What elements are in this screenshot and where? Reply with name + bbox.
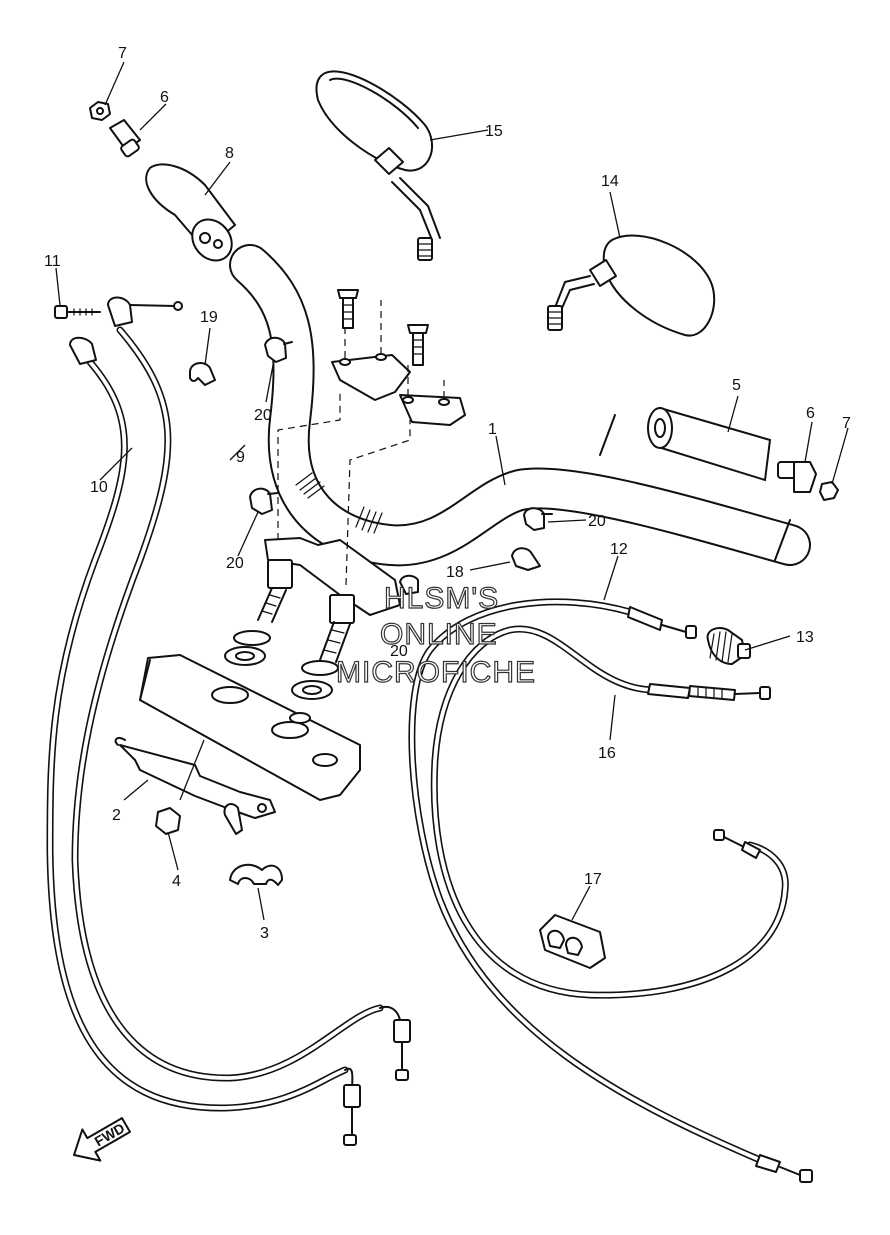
throttle-cable-9 <box>71 296 411 1082</box>
clamp-20-center <box>399 574 419 595</box>
nut-4 <box>155 807 181 835</box>
nut-right <box>819 481 839 501</box>
callout-5: 5 <box>732 377 741 394</box>
callout-18: 18 <box>446 564 464 581</box>
adjuster-13 <box>706 627 751 665</box>
leader-lines <box>55 61 849 921</box>
callout-17: 17 <box>584 871 602 888</box>
mirror-right <box>547 234 716 337</box>
callout-1: 1 <box>488 421 497 438</box>
callout-20-top: 20 <box>254 407 272 424</box>
callout-9: 9 <box>236 449 245 466</box>
clamp-20-right <box>523 507 553 531</box>
lower-studs <box>257 587 351 663</box>
callout-14: 14 <box>601 173 619 190</box>
watermark-line-3: MICROFICHE <box>336 656 536 689</box>
callout-20-mid: 20 <box>226 555 244 572</box>
callout-12: 12 <box>610 541 628 558</box>
upper-bolts <box>337 289 429 366</box>
callout-20-center: 20 <box>390 643 408 660</box>
bar-end-right <box>777 461 817 493</box>
clamp-18 <box>511 547 541 571</box>
bolt-11 <box>54 305 101 319</box>
watermark-line-2: ONLINE <box>380 618 498 651</box>
nut-left <box>89 101 111 121</box>
throttle-cable-10 <box>46 336 361 1146</box>
cable-holder-17 <box>539 914 606 969</box>
clamp-19 <box>189 362 216 386</box>
handlebar <box>229 244 811 567</box>
knurl-zone-right <box>355 506 383 534</box>
left-grip <box>145 163 237 262</box>
knurl-zone-left <box>295 472 325 499</box>
upper-bracket <box>139 654 361 801</box>
mirror-left <box>315 70 441 261</box>
callout-15: 15 <box>485 123 503 140</box>
callout-6-right: 6 <box>806 405 815 422</box>
callout-19: 19 <box>200 309 218 326</box>
forward-arrow-icon: FWD <box>73 1117 131 1162</box>
callout-4: 4 <box>172 873 181 890</box>
right-grip <box>647 406 772 482</box>
watermark-line-1: HLSM'S <box>384 582 499 615</box>
callout-16: 16 <box>598 745 616 762</box>
upper-holder <box>331 290 466 426</box>
washers-damper <box>224 630 339 700</box>
callout-3: 3 <box>260 925 269 942</box>
callout-10: 10 <box>90 479 108 496</box>
callout-11: 11 <box>44 253 61 270</box>
lower-holder <box>264 390 411 624</box>
callout-2: 2 <box>112 807 121 824</box>
clutch-cable-12 <box>408 598 813 1183</box>
callout-7-left: 7 <box>118 45 127 62</box>
callouts: 7 6 8 15 14 11 19 5 6 7 20 1 9 10 20 12 … <box>44 45 851 942</box>
callout-20-right: 20 <box>588 513 606 530</box>
bar-end-left <box>109 119 141 158</box>
callout-6-left: 6 <box>160 89 169 106</box>
clamp-3 <box>223 803 283 886</box>
callout-8: 8 <box>225 145 234 162</box>
callout-13: 13 <box>796 629 814 646</box>
clamp-20-top <box>264 336 293 363</box>
callout-7-right: 7 <box>842 415 851 432</box>
cable-guide <box>114 736 276 819</box>
clamp-20-mid <box>249 487 279 515</box>
watermark: HLSM'S ONLINE MICROFICHE <box>335 581 536 689</box>
cable-16 <box>430 625 789 999</box>
